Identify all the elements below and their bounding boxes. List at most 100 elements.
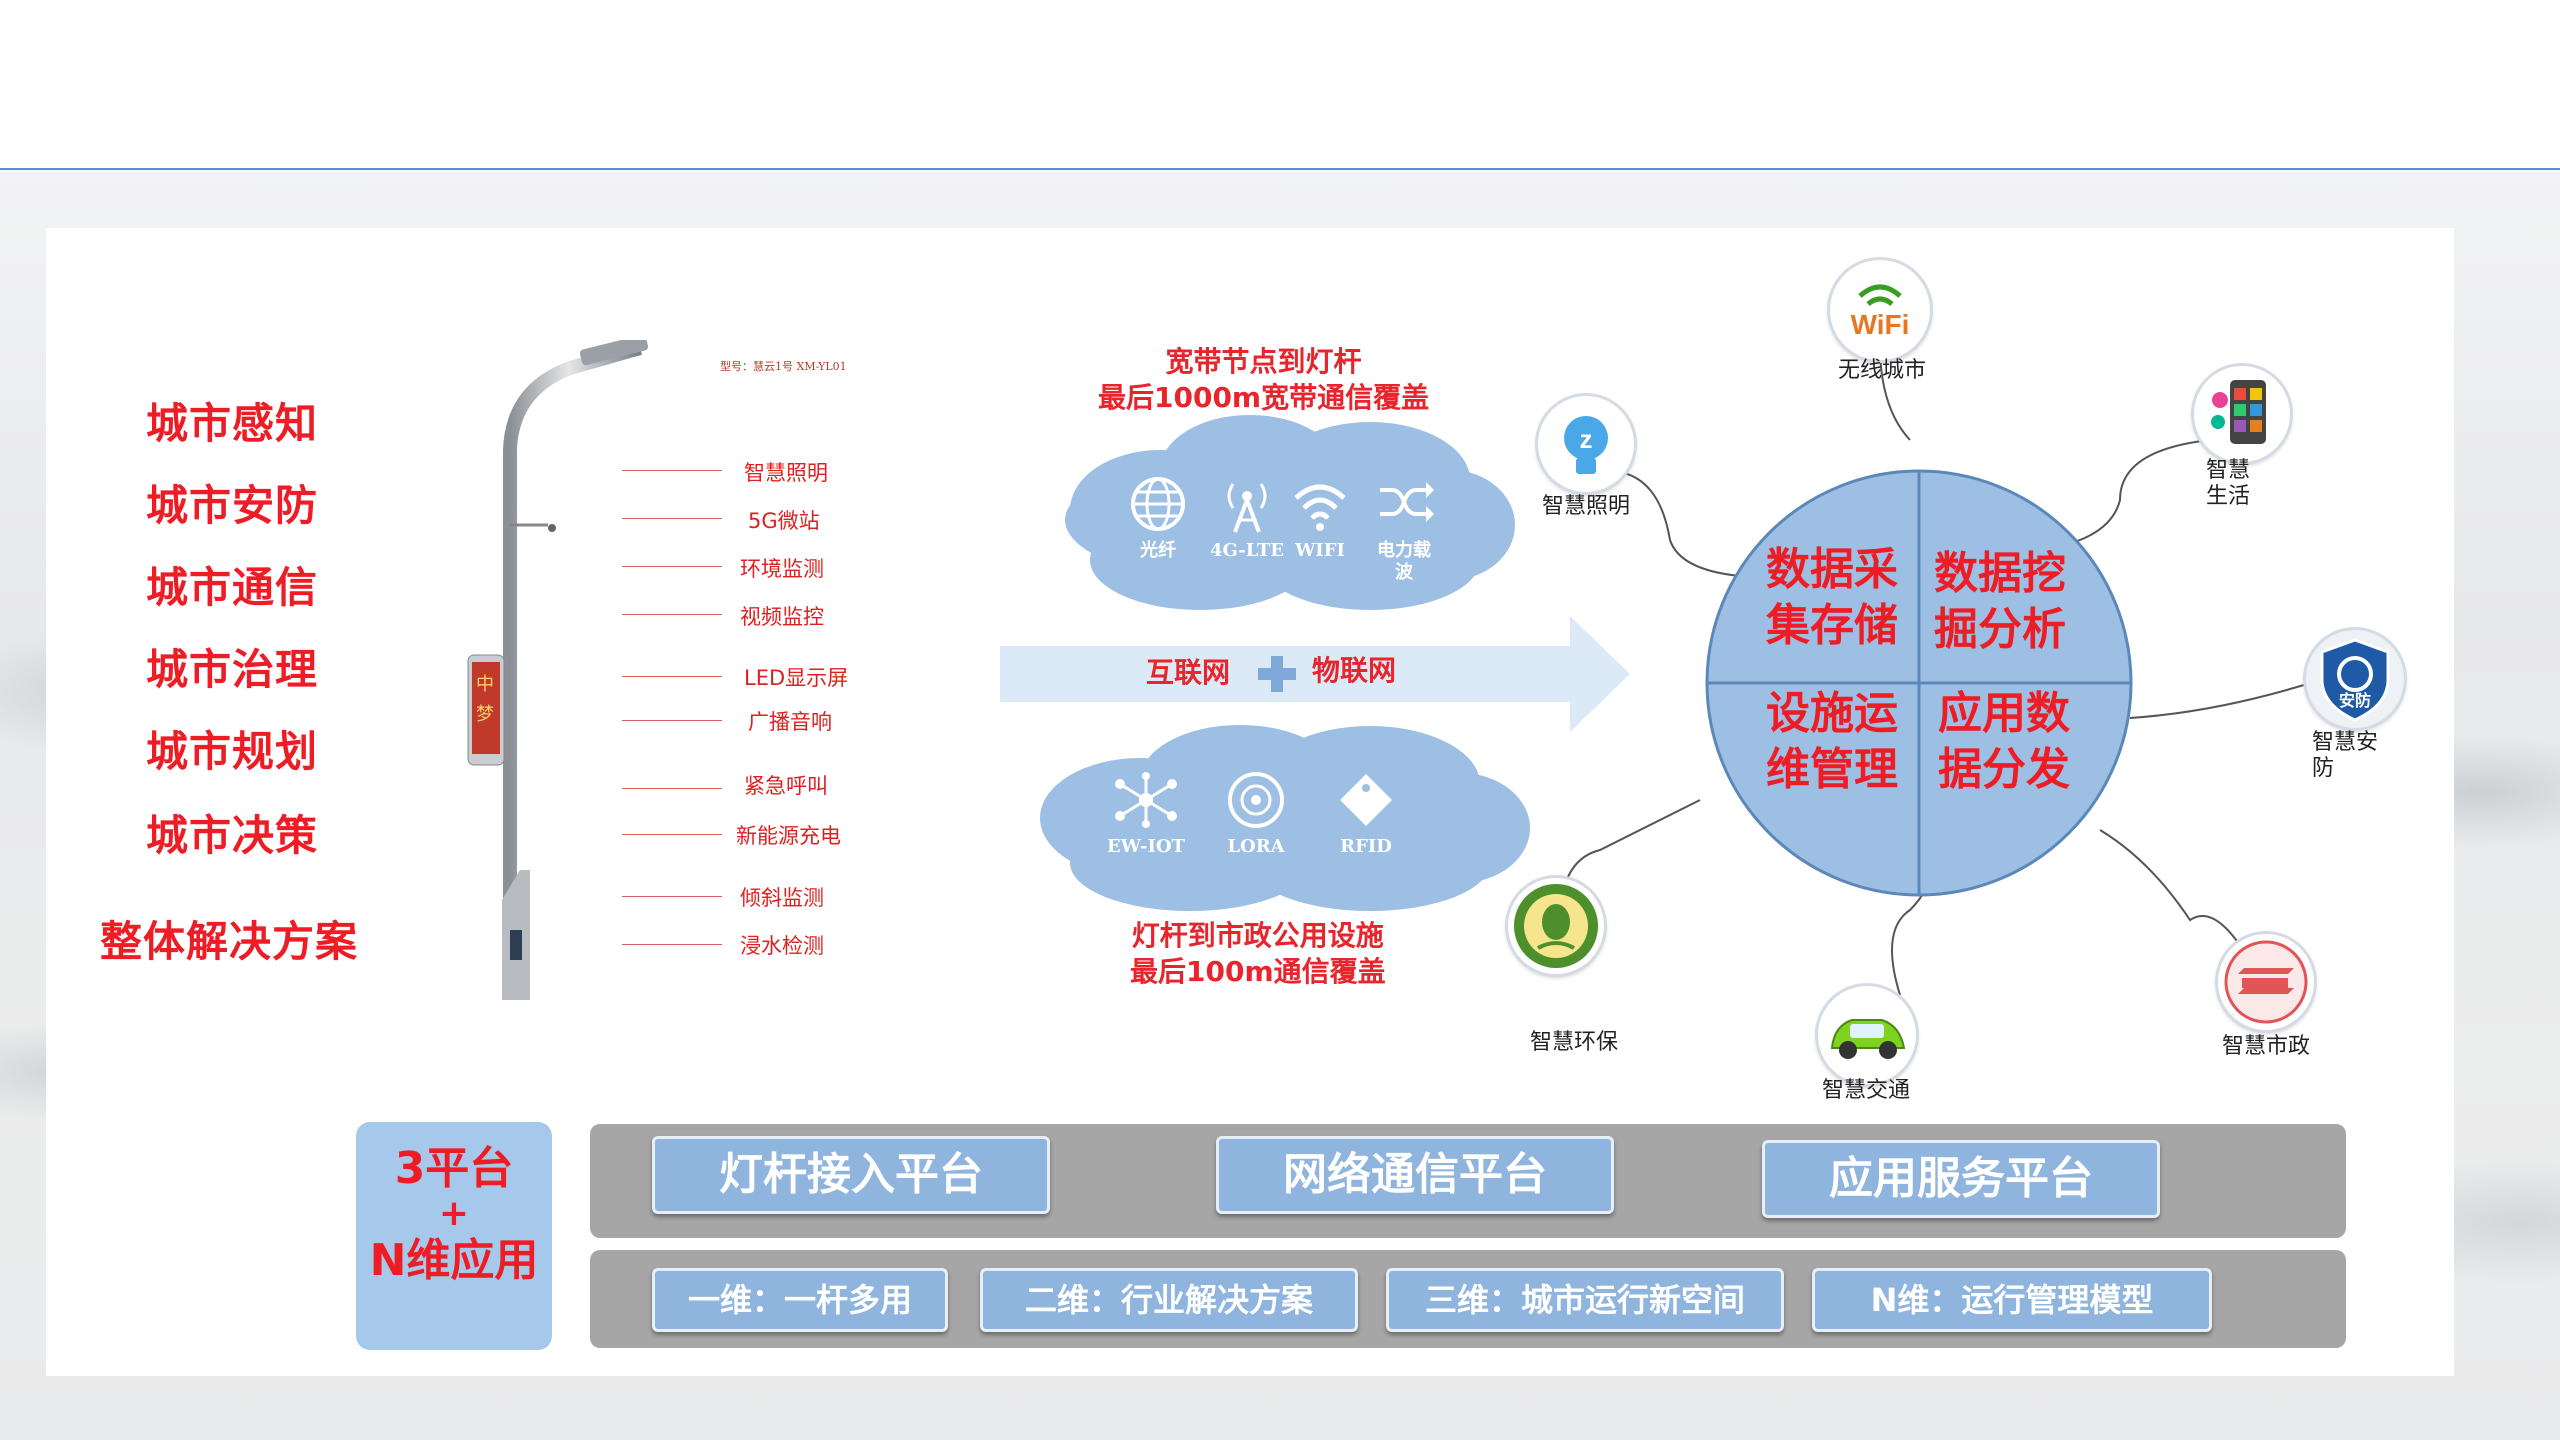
list-item-planning: 城市规划 <box>146 727 319 776</box>
pole-label-emergency: 紧急呼叫 <box>744 774 828 798</box>
top-cloud-shape <box>1065 415 1515 610</box>
lightbulb-icon: z <box>1564 416 1608 474</box>
leader-line <box>622 676 722 677</box>
fiber-item: 光纤 <box>1128 474 1188 562</box>
svg-text:中: 中 <box>476 674 494 695</box>
leader-line <box>622 788 722 789</box>
smartphone-apps-icon <box>2211 380 2266 444</box>
summary-line1: 3平台 <box>394 1143 514 1194</box>
top-cloud-title: 宽带节点到灯杆 最后1000m宽带通信覆盖 <box>1098 344 1429 416</box>
lora-label: LORA <box>1227 836 1285 857</box>
ew-iot-item: EW-IOT <box>1106 770 1186 858</box>
pole-label-tilt: 倾斜监测 <box>740 886 824 910</box>
pole-label-charging: 新能源充电 <box>736 824 841 848</box>
list-item-communication: 城市通信 <box>146 563 319 612</box>
traffic-node <box>1818 986 1916 1084</box>
rfid-label: RFID <box>1340 836 1392 857</box>
globe-icon <box>1131 477 1185 531</box>
antenna-icon <box>1227 483 1267 533</box>
pole-label-environment: 环境监测 <box>740 557 824 581</box>
municipal-seal-icon <box>2224 940 2308 1024</box>
lte-item: 4G-LTE <box>1210 474 1284 562</box>
quadrant-text: 应用数据分发 <box>1938 688 2070 795</box>
pole-label-led: LED显示屏 <box>744 666 849 690</box>
smart-pole-illustration: 中 梦 <box>467 340 649 1000</box>
dimension-two: 二维：行业解决方案 <box>980 1268 1358 1332</box>
pole-label-flood: 浸水检测 <box>740 934 824 958</box>
leader-line <box>622 834 722 835</box>
platform-pole-access: 灯杆接入平台 <box>652 1136 1050 1214</box>
leader-line <box>622 614 722 615</box>
pole-label-lighting: 智慧照明 <box>744 461 828 485</box>
arrow-label-internet: 互联网 <box>1146 656 1231 689</box>
arrow-label-iot: 物联网 <box>1312 654 1397 687</box>
bottom-cloud-title: 灯杆到市政公用设施 最后100m通信覆盖 <box>1130 918 1386 990</box>
dimension-n: N维：运行管理模型 <box>1812 1268 2212 1332</box>
platform-network: 网络通信平台 <box>1216 1136 1614 1214</box>
data-center-circle <box>1705 469 2133 897</box>
municipal-node <box>2218 934 2314 1030</box>
dimension-three: 三维：城市运行新空间 <box>1386 1268 1784 1332</box>
tag-icon <box>1340 774 1392 826</box>
top-cloud-title-line2: 最后1000m宽带通信覆盖 <box>1098 381 1430 414</box>
list-item-decision: 城市决策 <box>146 811 319 860</box>
app-label-life: 智慧生活 <box>2206 458 2251 509</box>
car-icon <box>1830 1019 1906 1059</box>
leader-line <box>622 566 722 567</box>
pole-label-5g: 5G微站 <box>748 509 820 533</box>
summary-line2: + <box>438 1193 470 1234</box>
leader-line <box>622 944 722 945</box>
app-label-lighting: 智慧照明 <box>1542 494 1631 519</box>
app-label-security: 智慧安防 <box>2312 730 2379 781</box>
pole-model-number: 型号：慧云1号 XM-YL01 <box>720 360 847 373</box>
shuffle-icon <box>1380 482 1434 522</box>
wifi-logo-icon: WiFi <box>1851 284 1910 340</box>
leader-line <box>622 518 722 519</box>
quadrant-data-distribution: 应用数据分发 <box>1936 686 2072 798</box>
plc-item: 电力载波 <box>1364 474 1444 584</box>
security-node: 安防 <box>2306 630 2404 728</box>
quadrant-ops-management: 设施运维管理 <box>1764 686 1900 798</box>
top-cloud-title-line1: 宽带节点到灯杆 <box>1165 345 1362 378</box>
svg-text:z: z <box>1580 424 1593 454</box>
wifi-logo-text: WiFi <box>1851 309 1910 340</box>
ew-iot-label: EW-IOT <box>1107 836 1185 857</box>
lte-label: 4G-LTE <box>1210 540 1285 561</box>
quadrant-text: 数据挖掘分析 <box>1934 548 2066 655</box>
app-label-municipal: 智慧市政 <box>2222 1034 2311 1059</box>
flow-arrow <box>1000 616 1630 732</box>
summary-line3: N维应用 <box>369 1235 539 1286</box>
header-rule <box>0 168 2560 170</box>
wifi-label: WIFI <box>1295 540 1345 561</box>
rfid-item: RFID <box>1336 770 1396 858</box>
eco-emblem-icon <box>1514 884 1598 968</box>
wifi-city-node: WiFi <box>1830 260 1930 360</box>
app-label-environment: 智慧环保 <box>1530 1030 1619 1055</box>
fiber-label: 光纤 <box>1140 540 1176 561</box>
environment-node <box>1508 878 1604 974</box>
list-item-solution: 整体解决方案 <box>100 917 359 966</box>
quadrant-text: 数据采集存储 <box>1766 544 1898 651</box>
wifi-item: WIFI <box>1290 474 1350 562</box>
security-badge-text: 安防 <box>2339 691 2371 710</box>
pole-label-broadcast: 广播音响 <box>748 710 832 734</box>
app-label-traffic: 智慧交通 <box>1822 1078 1911 1103</box>
bottom-cloud-title-line1: 灯杆到市政公用设施 <box>1131 919 1384 952</box>
shield-icon: 安防 <box>2320 638 2390 722</box>
platform-summary-box: 3平台 + N维应用 <box>356 1122 552 1350</box>
leader-line <box>622 470 722 471</box>
pole-label-video: 视频监控 <box>740 605 824 629</box>
lighting-node: z <box>1538 396 1634 492</box>
wifi-icon <box>1294 484 1346 531</box>
bottom-cloud-title-line2: 最后100m通信覆盖 <box>1130 955 1386 988</box>
life-node <box>2194 366 2290 462</box>
platform-application: 应用服务平台 <box>1762 1140 2160 1218</box>
leader-line <box>622 720 722 721</box>
bottom-cloud-shape <box>1040 725 1530 911</box>
leader-line <box>622 896 722 897</box>
disc-icon <box>1228 772 1284 828</box>
network-icon <box>1115 772 1177 828</box>
list-item-security: 城市安防 <box>146 481 319 530</box>
lora-item: LORA <box>1226 770 1286 858</box>
plc-label: 电力载波 <box>1377 540 1431 583</box>
